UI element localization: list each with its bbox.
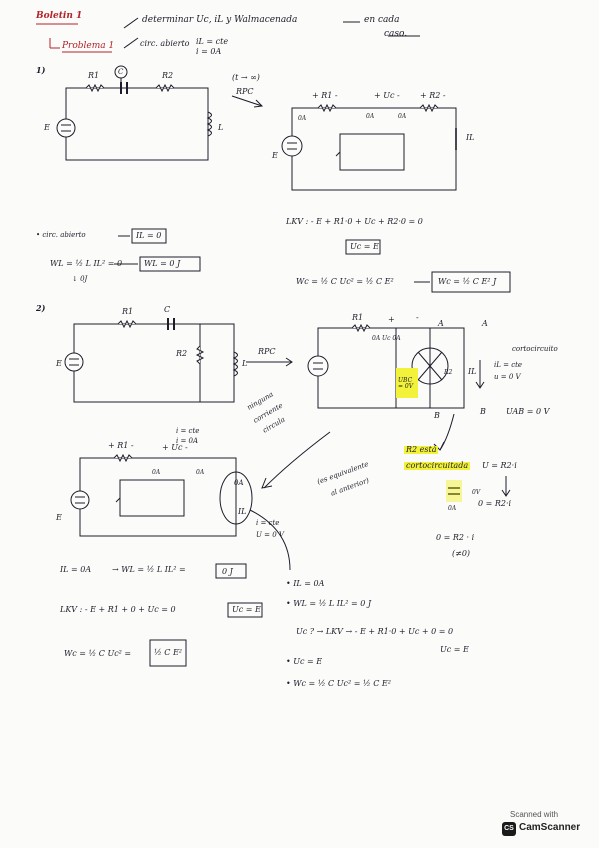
p2-ohm-3: (≠0): [452, 549, 471, 558]
p3-note-2: i = 0A: [176, 437, 199, 445]
p3-short-1: i = cte: [256, 519, 280, 527]
p2-ohm-bottom: 0 = R2 · i: [436, 533, 475, 542]
p2r-uc: 0A Uc 0A: [372, 335, 401, 342]
p3-e: E: [56, 513, 62, 522]
camscanner-logo-icon: CS: [502, 822, 516, 836]
p3-lkv: LKV : - E + R1 + 0 + Uc = 0: [60, 605, 176, 614]
circuit-1-left: [56, 65, 212, 161]
p1-wc-result: Wc = ½ C E² J: [438, 277, 497, 286]
p3-uc-box: Uc = E: [232, 605, 261, 614]
p3-il: IL: [238, 507, 247, 516]
p2-rpc: RPC: [258, 347, 276, 356]
p1r-zero1: 0A: [298, 115, 307, 122]
p1-transition: (t → ∞): [232, 73, 260, 82]
p1-label-r2: R2: [162, 71, 174, 80]
p3-wl-box: 0 J: [222, 567, 233, 576]
p2-label-c: C: [164, 305, 171, 314]
p2r-ucbox: UBC = 0V: [398, 377, 414, 390]
p1r-zero3: 0A: [398, 113, 407, 120]
bullet-1: • IL = 0A: [286, 579, 325, 588]
bullet-3: Uc ? → LKV → - E + R1·0 + Uc + 0 = 0: [296, 627, 454, 636]
p1-down-arrow: ↓ 0J: [72, 275, 88, 283]
p2r-b1: B: [434, 411, 440, 420]
p1r-zero2: 0A: [366, 113, 375, 120]
p1r-e: E: [272, 151, 278, 160]
p2-uab: UAB = 0 V: [506, 407, 550, 416]
p1r-il: IL: [466, 133, 475, 142]
watermark-name: CamScanner: [519, 822, 581, 833]
p2-short-val-1: iL = cte: [494, 361, 523, 369]
p2r-minus: -: [416, 313, 419, 322]
bullet-6: • Wc = ½ C Uc² = ½ C E²: [286, 679, 391, 688]
p1-wl-result: WL = 0 J: [144, 259, 181, 268]
bullet-5: • Uc = E: [286, 657, 323, 666]
watermark-line1: Scanned with: [510, 810, 559, 819]
p3-note-1: i = cte: [176, 427, 200, 435]
topic-end-2: caso.: [384, 29, 408, 39]
p1r-r2: + R2 -: [420, 91, 446, 100]
p3-uc: + Uc -: [162, 443, 188, 452]
p1-label-l: L: [218, 123, 224, 132]
p3-wl-line: → WL = ½ L IL² =: [112, 565, 186, 574]
p3-oa1: 0A: [152, 469, 161, 476]
camscanner-watermark: Scanned with CS CamScanner: [502, 810, 592, 842]
p2-short-note: cortocircuito: [512, 345, 558, 353]
problem-2-number: 2): [36, 303, 46, 313]
p2-ohm-small-2: 0A: [448, 505, 457, 512]
bullet-4: Uc = E: [440, 645, 469, 654]
p1-wl-formula: WL = ½ L IL² = 0: [50, 259, 123, 268]
circuit-2-left: [64, 318, 238, 403]
p2-label-l: L: [242, 359, 248, 368]
p3-wc-box: ½ C E²: [154, 648, 183, 657]
p1-lkv: LKV : - E + R1·0 + Uc + R2·0 = 0: [286, 217, 423, 226]
topic-text: determinar Uc, iL y Walmacenada: [142, 15, 298, 25]
p2r-il: IL: [468, 367, 477, 376]
circuit-3-lower: [70, 453, 253, 537]
p2r-r1: R1: [352, 313, 364, 322]
circuit-1-right: [281, 103, 457, 191]
p2-short-val-2: u = 0 V: [494, 373, 521, 381]
p2-highlight-2: cortocircuitada: [404, 461, 471, 470]
p2-label-e: E: [56, 359, 62, 368]
condition-value-2: i = 0A: [196, 47, 222, 56]
p2r-plus: +: [388, 315, 395, 324]
p3-wc-line: Wc = ½ C Uc² =: [64, 649, 132, 658]
problem-1-number: 1): [36, 65, 46, 75]
condition-note: circ. abierto: [140, 39, 190, 48]
p3-short-2: U = 0 V: [256, 531, 284, 539]
p1-wc-formula: Wc = ½ C Uc² = ½ C E²: [296, 277, 394, 286]
p2-ohm-small-1: 0V: [472, 489, 481, 496]
p3-box: 0A: [234, 479, 244, 487]
p3-r1: + R1 -: [108, 441, 134, 450]
condition-value-1: iL = cte: [196, 37, 229, 46]
p3-oa2: 0A: [196, 469, 205, 476]
bullet-2: • WL = ½ L IL² = 0 J: [286, 599, 372, 608]
p1-label-c: C: [118, 68, 124, 76]
p2r-a2: A: [482, 319, 488, 328]
problem-subtitle: Problema 1: [62, 41, 115, 51]
p2-ohm-1: U = R2·i: [482, 461, 517, 470]
p2r-b2: B: [480, 407, 486, 416]
section-title: Boletin 1: [36, 11, 83, 21]
p2-ohm-2: 0 = R2·i: [478, 499, 512, 508]
p2-highlight-1: R2 está: [404, 445, 439, 454]
p1r-r1: + R1 -: [312, 91, 338, 100]
p2-label-r2: R2: [176, 349, 188, 358]
circuit-2-right: [307, 323, 485, 409]
p2-label-r1: R1: [122, 307, 134, 316]
p1-rpc: RPC: [236, 87, 254, 96]
p1-label-e: E: [44, 123, 50, 132]
p1-uc-result: Uc = E: [350, 242, 379, 251]
p2r-a1: A: [438, 319, 444, 328]
p2r-r2: R2: [444, 369, 453, 376]
p1-open-note: • circ. abierto: [36, 231, 86, 239]
p1r-uc: + Uc -: [374, 91, 400, 100]
p3-il-line: IL = 0A: [60, 565, 92, 574]
topic-end: en cada: [364, 15, 400, 25]
p1-il-result: IL = 0: [136, 231, 162, 240]
p1-label-r1: R1: [88, 71, 100, 80]
